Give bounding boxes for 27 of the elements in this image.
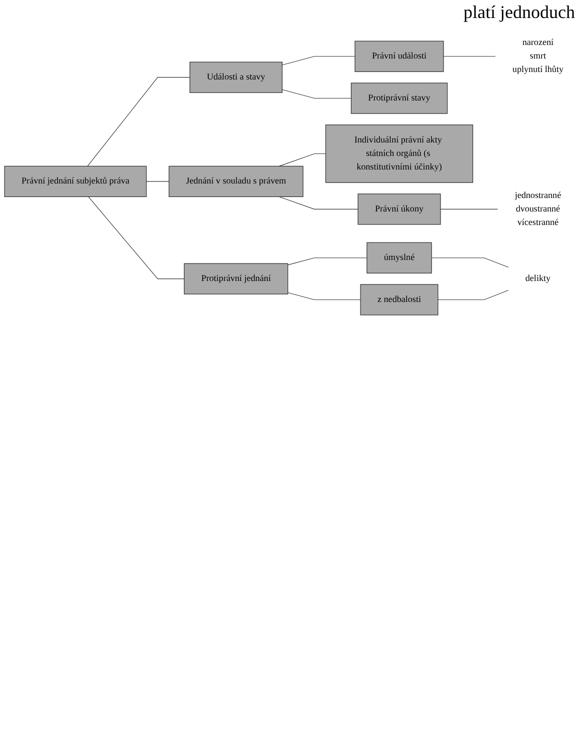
node-box: Právní úkony <box>358 194 441 225</box>
connector <box>278 153 326 166</box>
connector <box>88 196 184 280</box>
connector <box>443 56 496 57</box>
connector <box>278 196 358 210</box>
node-box: úmyslné <box>366 242 432 274</box>
node-box: Protiprávní stavy <box>350 82 448 114</box>
node-box: Právní události <box>354 40 444 72</box>
node-text: jednostranné dvoustranné vícestranné <box>514 190 562 228</box>
node-box: z nedbalosti <box>360 284 438 316</box>
connector <box>282 56 356 66</box>
connector <box>87 77 190 166</box>
connector <box>146 181 170 182</box>
node-box: Protiprávní jednání <box>184 263 288 294</box>
node-box: Události a stavy <box>190 62 282 93</box>
node-box: Právní jednání subjektů práva <box>4 166 147 198</box>
node-box: Jednání v souladu s právem <box>168 166 304 198</box>
node-text: narození smrt uplynutí lhůty <box>512 38 564 74</box>
connector <box>440 208 498 210</box>
node-box: Individuální právní akty státních orgánů (s konstitutivními účinky) <box>325 124 474 183</box>
connector <box>282 89 352 99</box>
connector <box>438 290 509 300</box>
node-text: delikty <box>525 274 551 284</box>
connector <box>288 292 361 300</box>
connector <box>431 258 509 268</box>
note-text: platí jednoduch <box>464 2 575 22</box>
connector <box>288 258 368 266</box>
